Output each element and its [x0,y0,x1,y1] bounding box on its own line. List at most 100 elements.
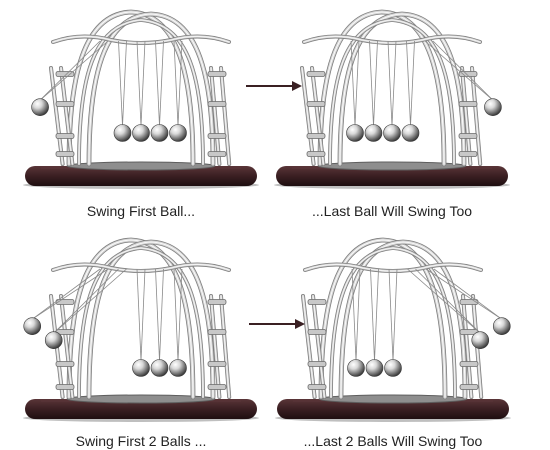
frame-ring-3 [55,361,75,367]
frame-ring-1 [307,299,327,305]
frame-ring-4 [459,384,479,390]
frame-ring-2 [207,101,227,107]
frame-ring-2 [207,329,227,335]
pendulum-string [432,40,494,101]
arrow-head [295,319,305,329]
pendulum-string [155,40,160,127]
panel-caption-1: Swing First Ball... [86,203,196,219]
steel-ball [150,359,169,377]
frame-arch-front [338,239,468,400]
pendulum-string [159,268,164,362]
steel-ball [150,124,169,142]
panel-caption-4: ...Last 2 Balls Will Swing Too [303,433,483,449]
steel-ball [44,331,63,350]
pendulum-string [391,40,397,127]
frame-arch-back [66,9,196,167]
frame-ring-3 [306,133,326,139]
frame-ring-1 [458,71,478,77]
frame-ring-3 [207,361,227,367]
steel-ball [23,317,42,336]
pendulum-string [407,268,481,334]
transition-arrow-1 [246,81,302,91]
frame-ring-3 [207,133,227,139]
frame-ring-4 [458,151,478,157]
frame-foot-plate [66,394,216,404]
pendulum-string [136,40,142,127]
frame-arch-front [337,11,467,167]
pendulum-string [406,40,411,127]
steel-ball [384,359,402,377]
pendulum-string [410,40,415,127]
panel-caption-2: ...Last Ball Will Swing Too [311,203,473,219]
frame-ring-4 [307,384,327,390]
top-crossbar [51,34,231,45]
frame-post-2 [59,294,75,399]
pendulum-string [354,40,360,127]
frame-arch-middle [77,18,205,166]
frame-ring-1 [55,71,75,77]
top-crossbar [303,262,483,273]
pendulum-string [373,40,378,127]
frame-post-3 [470,66,483,166]
top-crossbar [51,262,231,273]
frame-post-4 [460,66,473,166]
pendulum-string [173,268,179,362]
wooden-base [25,399,257,419]
steel-ball [169,359,187,377]
pendulum-string [173,40,179,127]
pendulum-string [136,268,142,362]
wooden-base [25,166,257,186]
arrow-head [292,81,302,91]
pendulum-string [424,40,494,101]
frame-arch-middle [77,246,205,399]
frame-ring-1 [207,71,227,77]
steel-ball [346,124,364,142]
frame-arch-front [86,11,216,167]
frame-post-1 [49,66,65,166]
frame-post-2 [310,66,326,166]
frame-post-2 [311,294,327,399]
pendulum-string [392,268,398,362]
frame-ring-2 [307,329,327,335]
frame-post-1 [301,294,317,399]
steel-ball [383,124,401,142]
steel-ball [364,124,383,142]
frame-ring-3 [55,133,75,139]
frame-post-3 [219,294,232,399]
frame-ring-3 [459,361,479,367]
frame-ring-2 [306,101,326,107]
pendulum-string [425,268,502,320]
frame-post-2 [59,66,75,166]
wooden-base [276,166,508,186]
frame-post-4 [209,294,222,399]
pendulum-string [140,268,146,362]
pendulum-string [177,40,183,127]
pendulum-string [350,40,356,127]
steel-ball [401,124,420,142]
frame-ring-1 [207,299,227,305]
pendulum-string [387,40,393,127]
pendulum-string [122,40,127,127]
pendulum-string [53,268,119,334]
cradle-panel-1 [23,9,259,189]
frame-arch-back [318,237,448,400]
pendulum-string [39,40,101,101]
steel-ball [347,359,365,377]
pendulum-string [355,268,361,362]
steel-ball [471,331,490,350]
pendulum-string [351,268,357,362]
frame-post-4 [461,294,474,399]
steel-ball [484,98,502,116]
pendulum-string [39,40,109,101]
frame-arch-front [86,239,216,400]
frame-ring-1 [306,71,326,77]
frame-ring-3 [307,361,327,367]
frame-ring-4 [306,151,326,157]
pendulum-string [177,268,183,362]
pendulum-string [415,268,481,334]
pendulum-string [31,268,101,320]
steel-ball [169,124,187,142]
frame-ring-2 [55,101,75,107]
frame-arch-back [66,237,196,400]
